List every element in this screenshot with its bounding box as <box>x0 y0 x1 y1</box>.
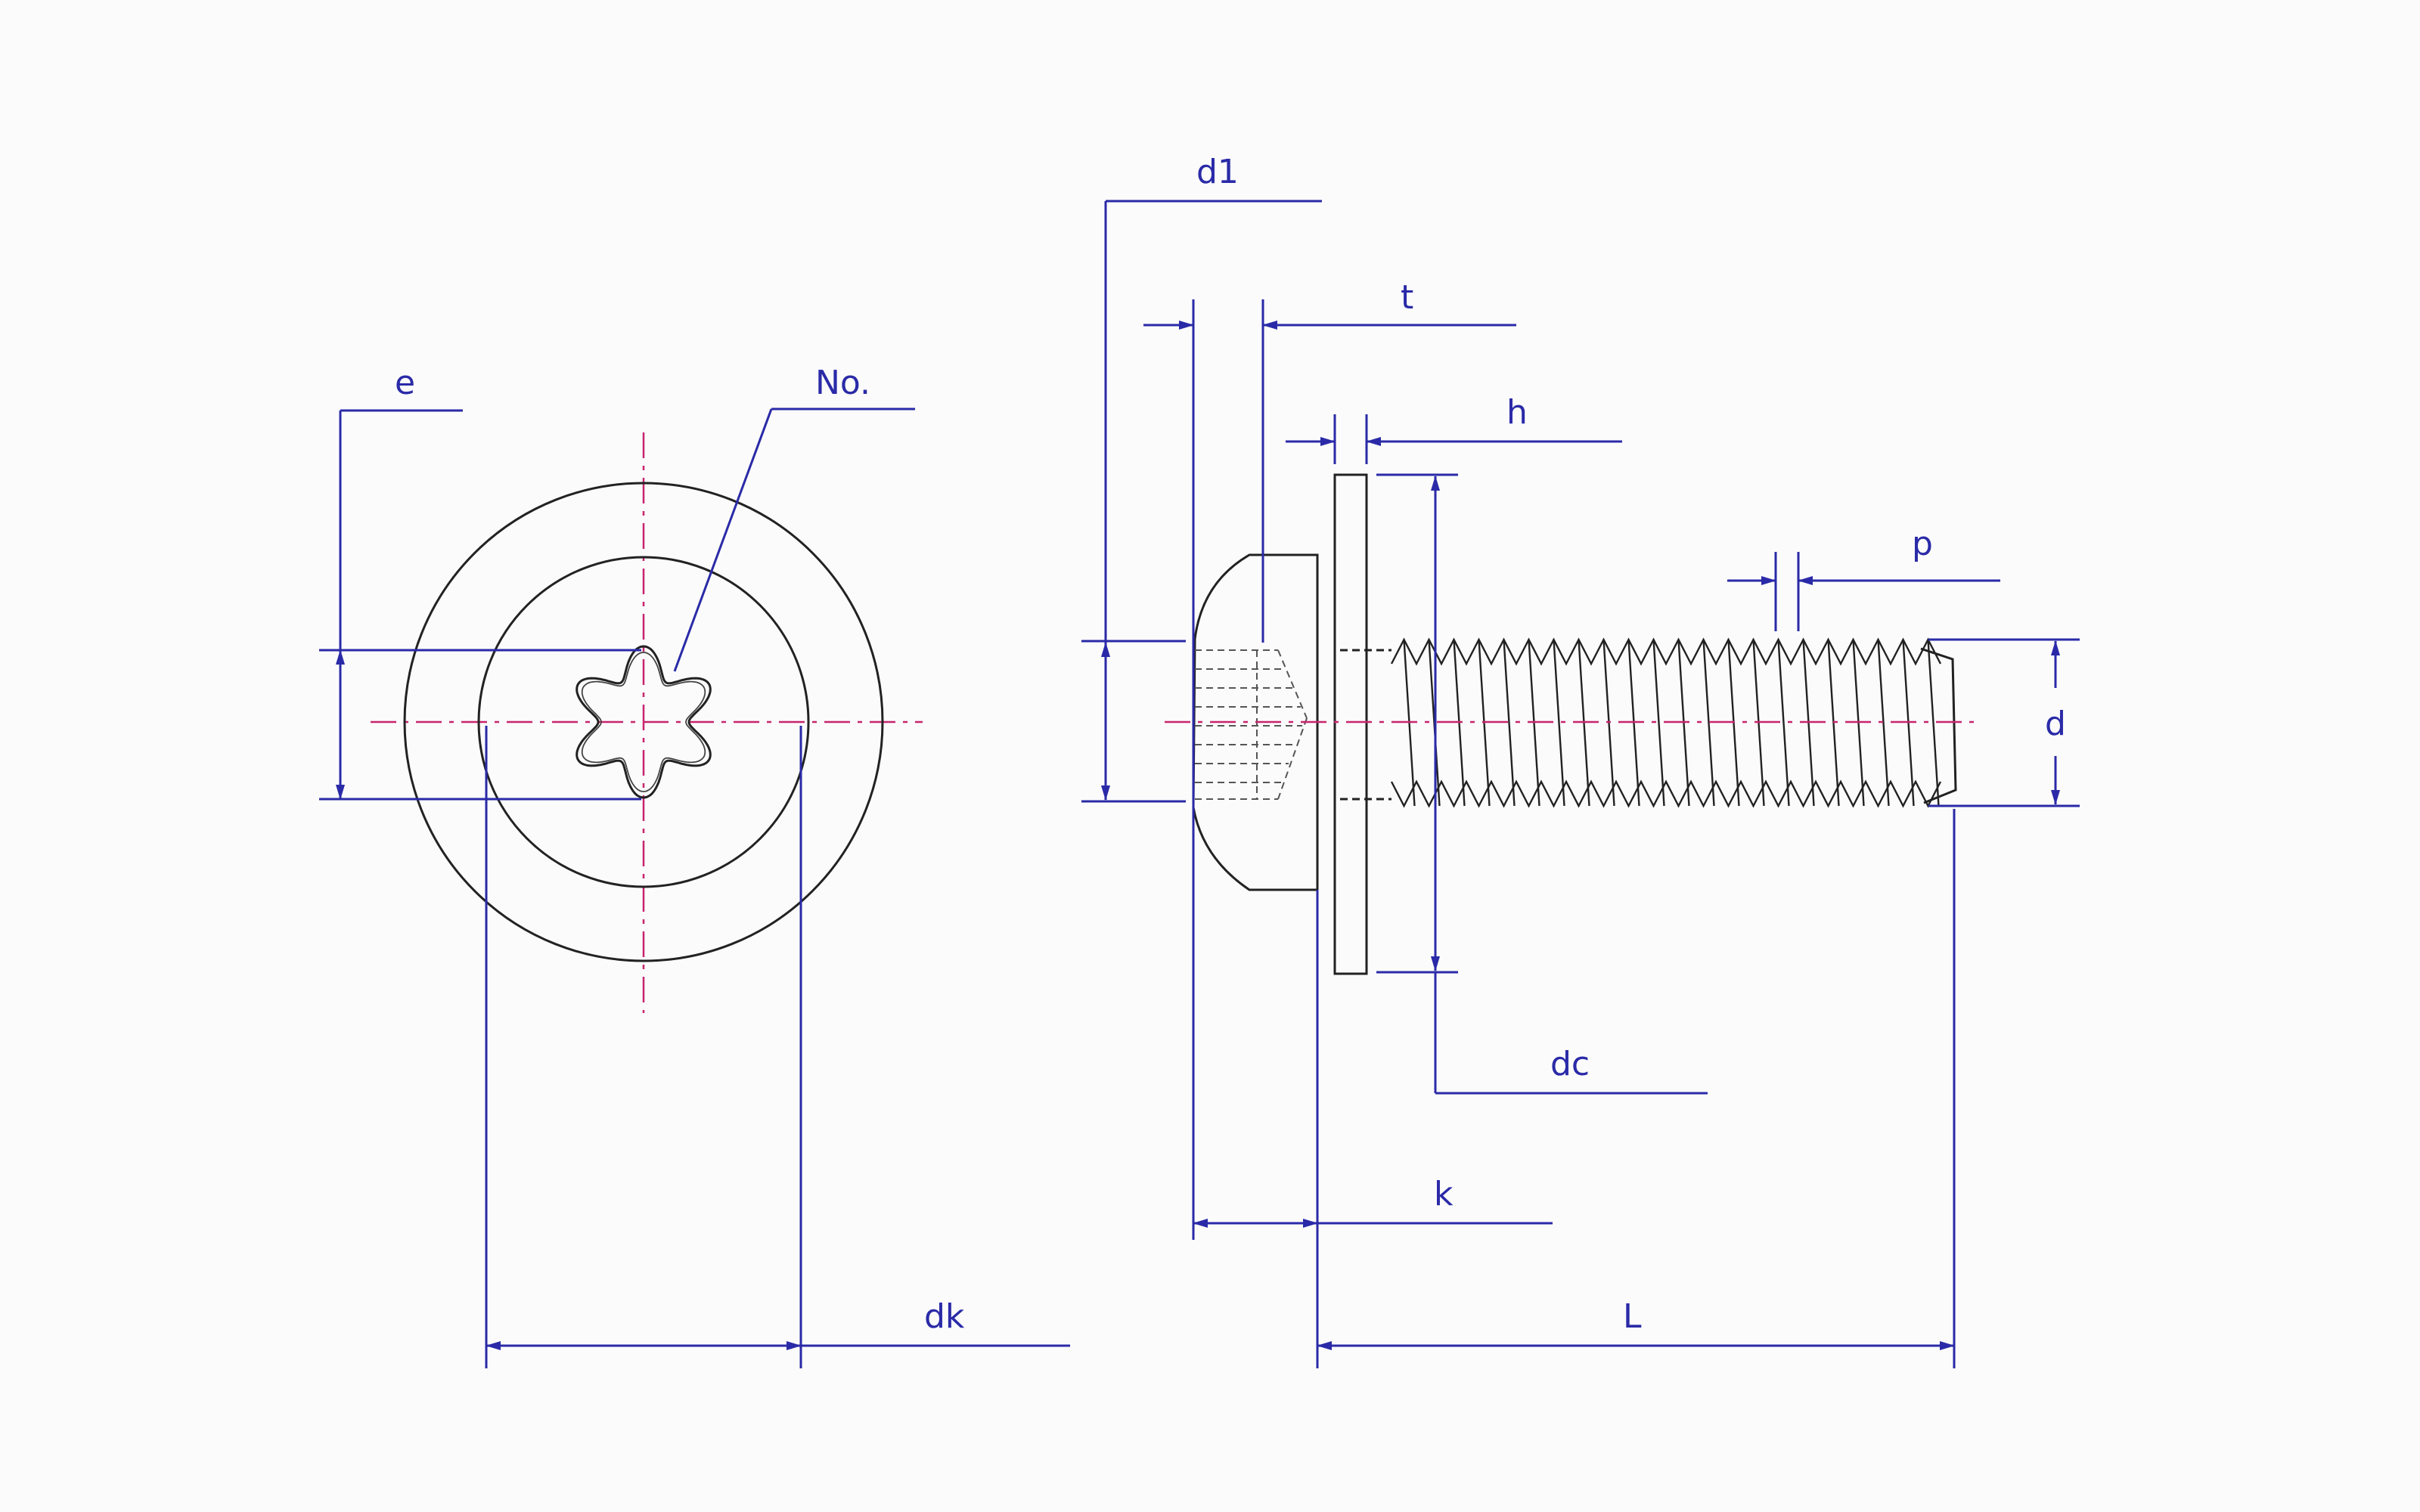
label-k: k <box>1434 1175 1454 1213</box>
side-dimensions <box>1081 200 2080 1368</box>
thread-crest-line <box>1927 639 1940 807</box>
thread-crest-line <box>1652 639 1665 807</box>
front-view-head <box>371 432 923 1013</box>
thread-top-edge <box>1390 637 1942 666</box>
socket-recess-hidden <box>1195 649 1308 800</box>
label-dk: dk <box>924 1297 965 1336</box>
dimension-labels: e No. dk d1 t h p d dc k L <box>395 153 2066 1336</box>
thread-crest-line <box>1503 639 1516 807</box>
label-no: No. <box>815 364 870 402</box>
thread-bottom-edge <box>1390 779 1942 808</box>
label-d1: d1 <box>1196 153 1239 191</box>
label-p: p <box>1912 525 1933 563</box>
label-h: h <box>1506 393 1528 432</box>
side-view-screw <box>1165 473 1981 975</box>
front-dimensions <box>319 407 1070 1368</box>
thread-crest-line <box>1777 639 1790 807</box>
washer-profile <box>1333 473 1368 975</box>
torx-socket-icon <box>576 645 712 799</box>
label-t: t <box>1401 278 1413 317</box>
head-circle <box>477 556 810 888</box>
thread-crest-line <box>1702 639 1715 807</box>
label-dc: dc <box>1550 1045 1590 1083</box>
label-L: L <box>1623 1297 1642 1336</box>
washer-outer-circle <box>403 482 884 962</box>
thread-crest-line <box>1877 639 1890 807</box>
front-centerlines <box>371 432 923 1013</box>
thread-end-chamfer <box>1920 647 1957 804</box>
label-e: e <box>395 364 415 402</box>
thread-crest-line <box>1553 639 1565 807</box>
torx-socket-inner-outline <box>581 652 706 792</box>
label-d: d <box>2045 705 2066 743</box>
